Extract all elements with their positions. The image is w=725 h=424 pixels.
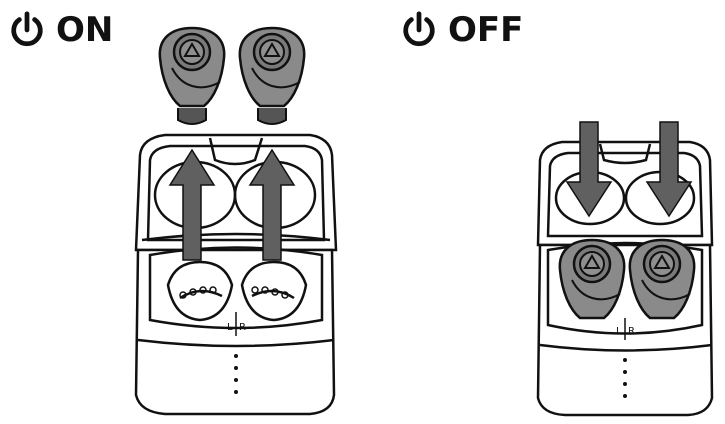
on-charging-case	[136, 135, 336, 414]
left-earbud	[160, 28, 224, 124]
on-illustration: L R	[136, 28, 336, 414]
off-channel-right: R	[628, 326, 635, 337]
on-channel-right: R	[239, 322, 246, 333]
off-illustration: L R	[538, 122, 712, 415]
on-channel-left: L	[227, 322, 233, 333]
right-earbud	[240, 28, 304, 124]
left-earbud	[560, 240, 624, 318]
right-earbud	[630, 240, 694, 318]
off-channel-left: L	[616, 326, 622, 337]
